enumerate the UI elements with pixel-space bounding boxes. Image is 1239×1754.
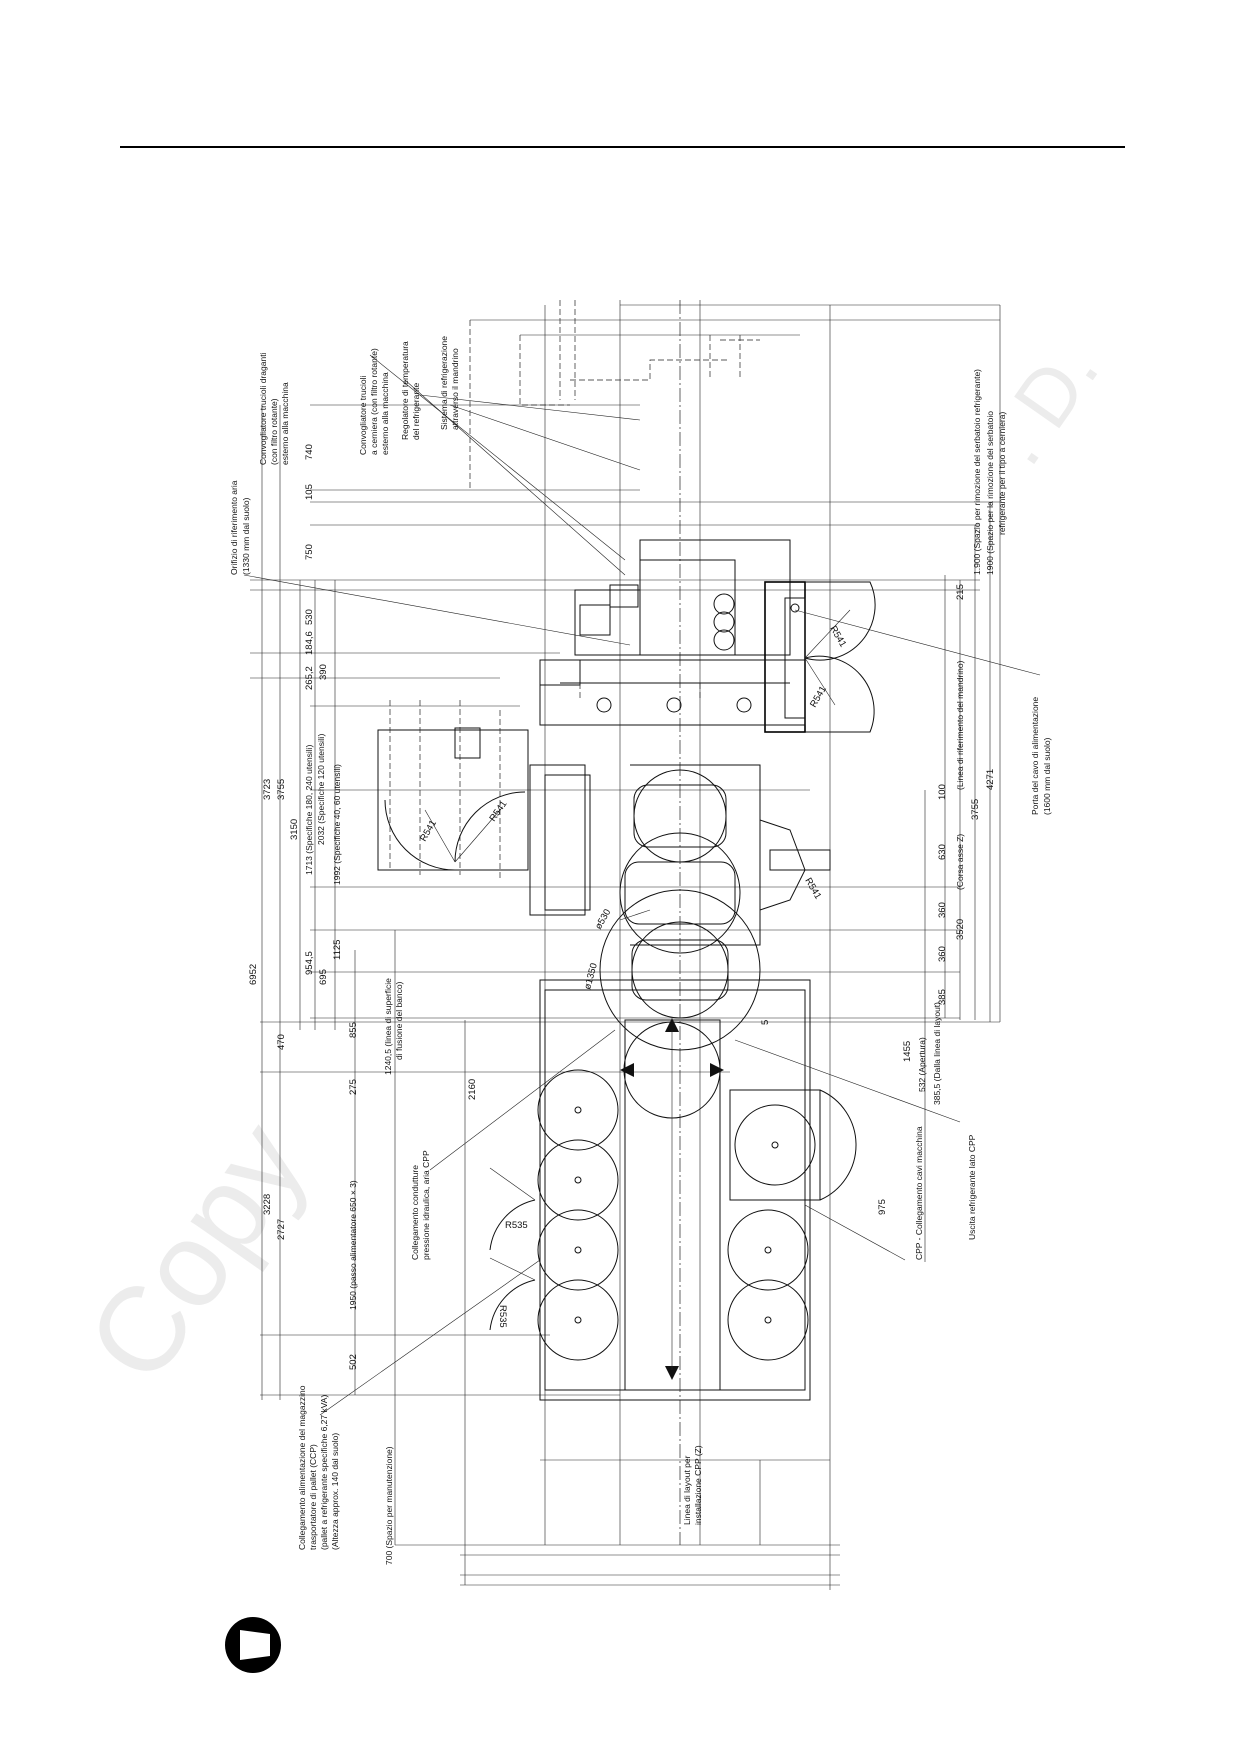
dim-954: 954,5 [304,951,315,975]
label-chip-conveyor-drag-2: (con filtro rotante) [269,398,279,465]
label-spindle-cooling-2: attraverso il mandrino [450,348,460,430]
radius-r541b: R541 [808,684,829,709]
radius-r1350: ø1350 [582,962,600,991]
label-power-cable-2: (1600 mm dal suolo) [1042,737,1052,815]
label-cpp-cable: CPP - Collegamento cavi macchina [914,1126,924,1260]
dim-740: 740 [304,444,315,460]
label-tank-removal-hinge-2: refrigerante per il tipo a cerniera) [997,412,1007,535]
label-table-melt-1: 1240,5 (linea di superficie [383,978,393,1075]
dim-275: 275 [348,1079,359,1095]
cpp-pallet-pool: R535 R535 [489,979,857,1401]
radius-r541a: R541 [827,624,848,649]
dim-390: 390 [318,664,329,680]
dimension-lines [250,300,1001,1590]
label-hydraulic-2: pressione idraulica, aria CPP [421,1150,431,1260]
label-cpp-coolant: Uscita refrigerante lato CPP [967,1134,977,1240]
dim-855: 855 [348,1022,359,1038]
radius-r535a: R535 [505,1220,528,1231]
leader-lines [243,354,1041,1416]
watermark-text: Copy [62,1099,332,1405]
label-magazine-power-1: Collegamento alimentazione del magazzino [297,1385,307,1550]
pallet-changer: ø530 ø1350 R541 [582,764,831,1051]
label-spindle-ref-line: (Linea di riferimento del mandrino) [955,660,965,790]
label-air-orifice-2: (1330 mm dal suolo) [241,497,251,575]
dim-2727: 2727 [276,1219,287,1240]
label-spec-40: 1992 (Specifiche 40, 60 utensili) [332,764,342,885]
section-marker-icon [225,1617,281,1673]
dim-530: 530 [304,609,315,625]
dim-3150: 3150 [289,819,300,840]
label-layout-line-2: installazione CPP (Z) [693,1445,703,1525]
label-tank-removal-hinge-1: 1900 (Spazio per la rimozione del serbat… [985,411,995,575]
label-magazine-power-3: (pallet a refrigerante specifiche 6,27 k… [319,1395,329,1550]
label-table-melt-2: di fusione del banco) [394,981,404,1060]
dim-695: 695 [318,969,329,985]
dim-3723: 3723 [262,779,273,800]
label-hydraulic-1: Collegamento condutture [410,1165,420,1260]
label-magazine-pitch: 1950 (passo alimentatore 650 × 3) [348,1180,358,1310]
dim-360a: 360 [937,902,948,918]
tank-swing-area: R541 R541 [764,581,876,733]
rotated-labels: Convogliatore trucioli draganti (con fil… [229,336,1052,1565]
chip-conveyor-assembly [469,300,791,1545]
dim-184: 184,6 [304,631,315,655]
label-chip-conveyor-hinge-3: esterno alla macchina [380,372,390,455]
dim-3755b: 3755 [970,799,981,820]
label-layout-line-1: Linea di layout per [682,1455,692,1525]
dim-750: 750 [304,544,315,560]
dim-5: 5 [760,1020,771,1025]
label-from-layout: 385,5 (Dalla linea di layout) [932,1002,942,1105]
dim-6952: 6952 [248,964,259,985]
dim-3228: 3228 [262,1194,273,1215]
dim-265: 265,2 [304,666,315,690]
dim-630: 630 [937,844,948,860]
label-spec-120: 2032 (Specifiche 120 utensili) [316,733,326,845]
machine-body [539,659,806,726]
label-coolant-temp-1: Regolatore di temperatura [400,341,410,440]
radius-r541e: R541 [802,876,823,901]
label-coolant-temp-2: del refrigerante [411,383,421,440]
label-magazine-power-4: (Altezza approx. 140 dal suolo) [330,1433,340,1550]
dim-470: 470 [276,1034,287,1050]
label-chip-conveyor-hinge-1: Convogliatore trucioli [358,376,368,455]
label-tank-removal: 1.900 (Spazio per rimozione del serbatoi… [972,369,982,575]
label-chip-conveyor-drag-3: esterno alla macchina [280,382,290,465]
dim-3755a: 3755 [276,779,287,800]
label-spindle-cooling-1: Sistema di refrigerazione [439,336,449,430]
label-opening: 532 (Apertura) [917,1037,927,1092]
label-power-cable-1: Porta del cavo di alimentazione [1030,697,1040,815]
radius-r541c: R541 [418,818,439,843]
dim-502: 502 [348,1354,359,1370]
dim-215: 215 [955,584,966,600]
dim-100: 100 [937,784,948,800]
label-air-orifice-1: Orifizio di riferimento aria [229,480,239,575]
dim-3520: 3520 [955,919,966,940]
dim-4271: 4271 [985,769,996,790]
label-chip-conveyor-hinge-2: a cerniera (con filtro rotante) [369,348,379,455]
dim-975: 975 [877,1199,888,1215]
dim-105: 105 [304,484,315,500]
dimension-values: 740 105 750 530 265,2 184,6 390 3723 375… [248,444,996,1370]
dim-385: 385 [937,989,948,1005]
dim-1125: 1125 [332,940,343,960]
label-maintenance-space: 700 (Spazio per manutenzione) [384,1446,394,1565]
label-chip-conveyor-drag-1: Convogliatore trucioli draganti [258,352,268,465]
dim-360b: 360 [937,946,948,962]
label-z-stroke: (Corsa asse Z) [955,834,965,890]
dim-1455: 1455 [902,1041,913,1062]
radius-r541d: R541 [487,799,509,824]
label-magazine-power-2: trasportatore di pallet (CCP) [308,1444,318,1550]
radius-r650: ø530 [593,907,613,931]
label-spec-180: 1713 (Specifiche 180, 240 utensili) [304,744,314,875]
dim-2160: 2160 [467,1079,478,1100]
radius-r535b: R535 [497,1305,508,1328]
tool-magazine: R541 R541 [377,700,591,916]
